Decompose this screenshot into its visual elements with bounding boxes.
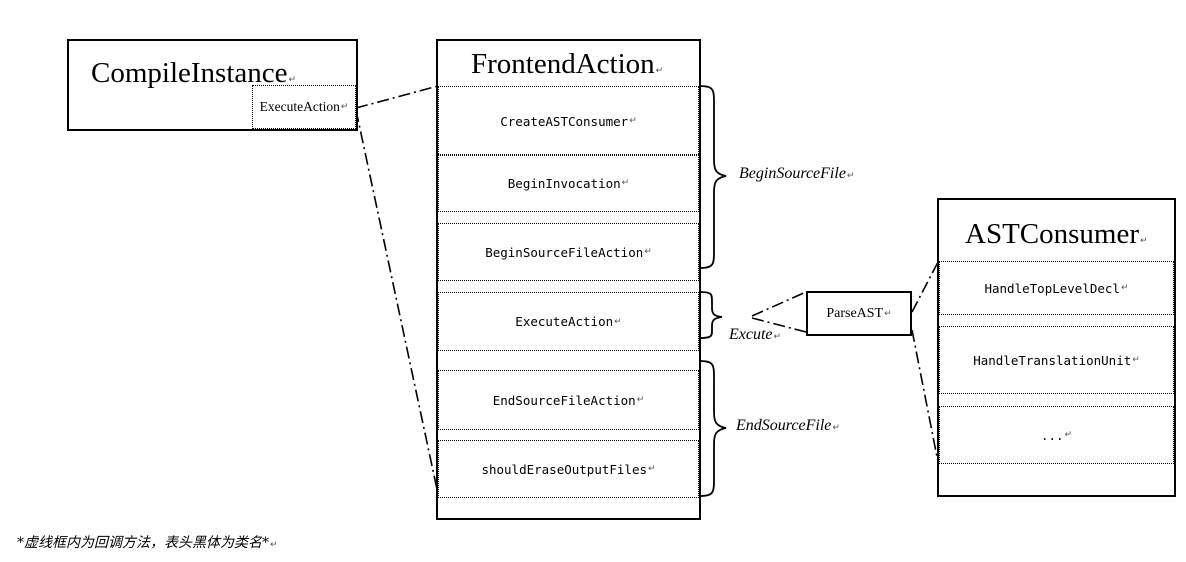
label-excute: Excute↵ [729,326,782,343]
brace-begin-source-file [699,85,727,269]
frontend-slot-executeaction: ExecuteAction↵ [438,292,699,351]
compile-instance-title: CompileInstance↵ [91,57,297,89]
connector-parseast-consumer-bottom [911,329,939,463]
ast-consumer-title: ASTConsumer↵ [965,218,1148,250]
compile-instance-slot-executeaction: ExecuteAction↵ [252,85,356,129]
connector-parseast-consumer-top [911,261,939,313]
connector-excute-parseast-bottom [751,317,807,333]
frontend-action-title: FrontendAction↵ [471,48,664,80]
frontend-action-box: FrontendAction↵ CreateASTConsumer↵ Begin… [436,39,701,520]
brace-end-source-file [699,360,727,497]
consumer-slot-ellipsis: ...↵ [939,406,1174,464]
frontend-slot-begininvocation: BeginInvocation↵ [438,154,699,212]
label-begin-source-file: BeginSourceFile↵ [739,165,855,182]
connector-executeaction-bottom [355,109,439,495]
compile-instance-box: CompileInstance↵ ExecuteAction↵ [67,39,358,131]
frontend-slot-endsourcefileaction: EndSourceFileAction↵ [438,370,699,430]
parse-ast-box: ParseAST↵ [806,291,912,336]
brace-excute [699,291,723,339]
ast-consumer-box: ASTConsumer↵ HandleTopLevelDecl↵ HandleT… [937,198,1176,497]
frontend-slot-createastconsumer: CreateASTConsumer↵ [438,86,699,156]
consumer-slot-handletopleveldecl: HandleTopLevelDecl↵ [939,261,1174,315]
connector-executeaction-top [355,85,439,109]
frontend-slot-beginsourcefileaction: BeginSourceFileAction↵ [438,223,699,281]
connector-excute-parseast-top [751,291,807,317]
consumer-slot-handletranslationunit: HandleTranslationUnit↵ [939,326,1174,394]
footnote: *虚线框内为回调方法，表头黑体为类名*↵ [17,535,278,551]
frontend-slot-shoulderaseoutputfiles: shouldEraseOutputFiles↵ [438,440,699,498]
label-end-source-file: EndSourceFile↵ [736,417,840,434]
